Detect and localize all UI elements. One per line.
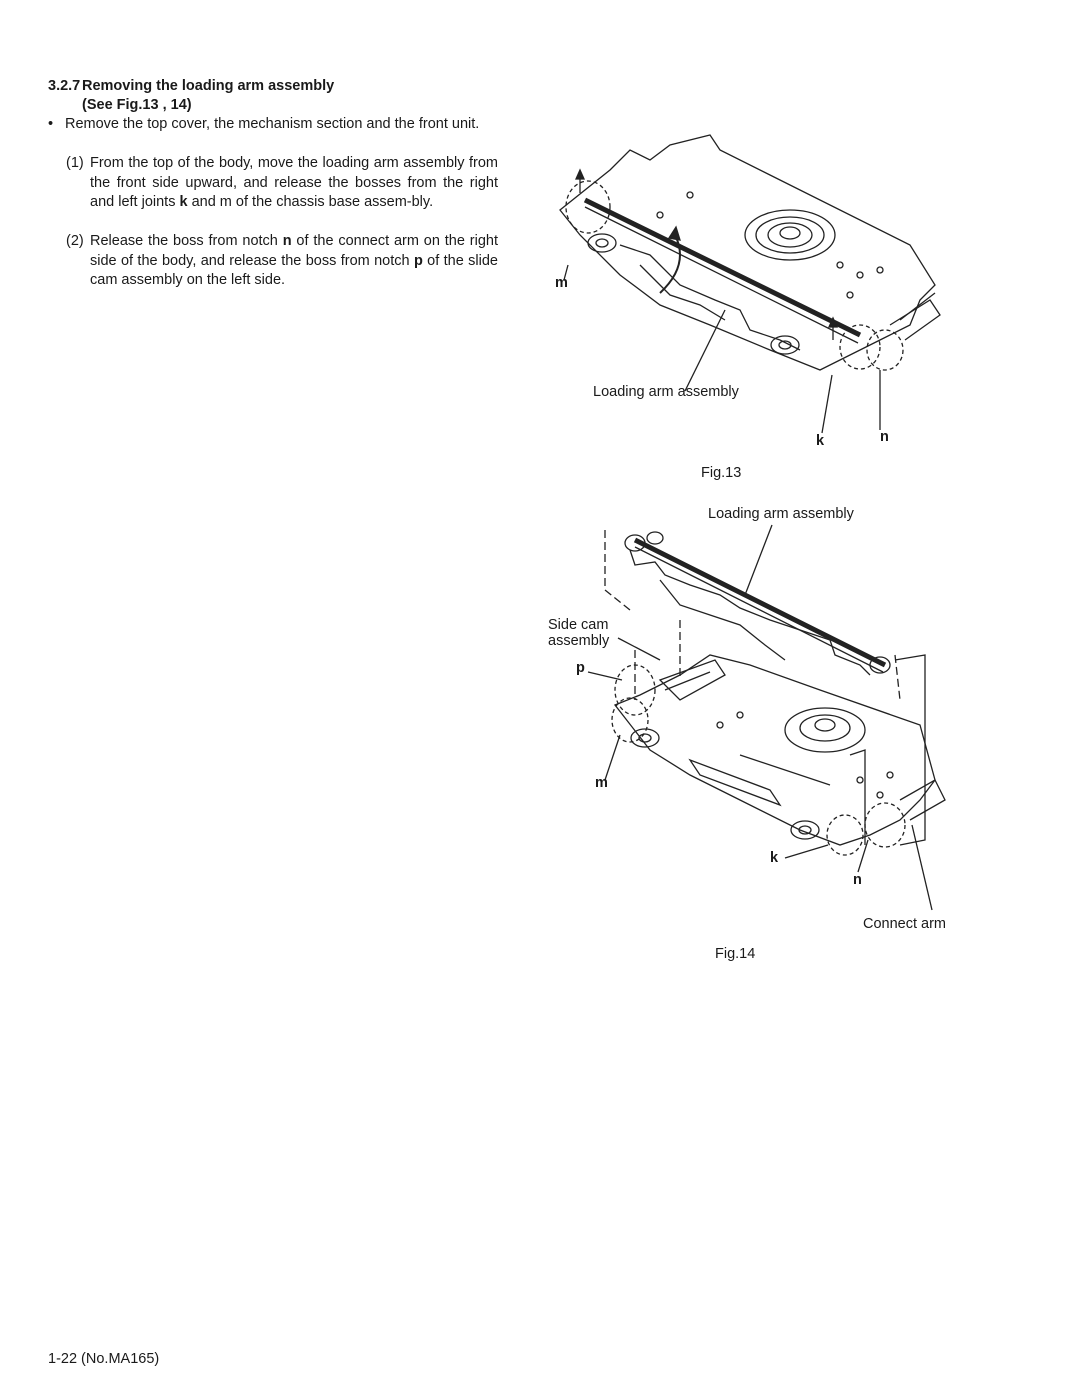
fig14-label-sidecam-line2: assembly — [548, 633, 610, 649]
fig14-label-p: p — [576, 660, 585, 676]
fig14-label-n: n — [853, 872, 862, 888]
figure-14: Loading arm assembly Side cam assembly p… — [540, 500, 960, 970]
figure-13: m Loading arm assembly k n Fig.13 — [540, 125, 960, 485]
step-1-text: From the top of the body, move the loadi… — [90, 155, 498, 210]
step-2-number: (2) — [66, 233, 84, 249]
page-number: 1-22 (No.MA165) — [48, 1351, 160, 1367]
figure-13-drawing — [559, 134, 941, 434]
bullet-text: Remove the top cover, the mechanism sect… — [65, 116, 480, 132]
bullet-mark: • — [48, 116, 54, 132]
fig13-label-m: m — [555, 275, 568, 291]
intro-bullet: • Remove the top cover, the mechanism se… — [48, 115, 498, 135]
fig13-label-k: k — [816, 433, 825, 449]
step-2: (2) Release the boss from notch n of the… — [66, 232, 498, 291]
step-1-key-k: k — [179, 194, 188, 210]
fig14-label-sidecam-line1: Side cam — [548, 617, 609, 633]
fig14-label-loading-arm: Loading arm assembly — [708, 506, 854, 522]
fig14-label-connect-arm: Connect arm — [863, 916, 947, 932]
step-1-number: (1) — [66, 155, 84, 171]
step-1: (1) From the top of the body, move the l… — [66, 154, 498, 213]
fig13-label-loading-arm: Loading arm assembly — [593, 384, 739, 400]
section-figure-reference: (See Fig.13 , 14) — [82, 97, 192, 113]
fig14-label-m: m — [595, 775, 608, 791]
step-2-text: Release the boss from notch n of the con… — [90, 233, 498, 288]
section-number: 3.2.7 — [48, 78, 81, 94]
fig13-label-n: n — [880, 429, 889, 445]
fig14-label-k: k — [770, 850, 779, 866]
figure-14-drawing — [587, 524, 946, 911]
fig14-caption: Fig.14 — [715, 946, 756, 962]
step-2-key-p: p — [413, 252, 423, 269]
fig13-caption: Fig.13 — [701, 465, 742, 481]
section-title: Removing the loading arm assembly — [82, 78, 335, 94]
step-2-key-n: n — [282, 233, 292, 249]
